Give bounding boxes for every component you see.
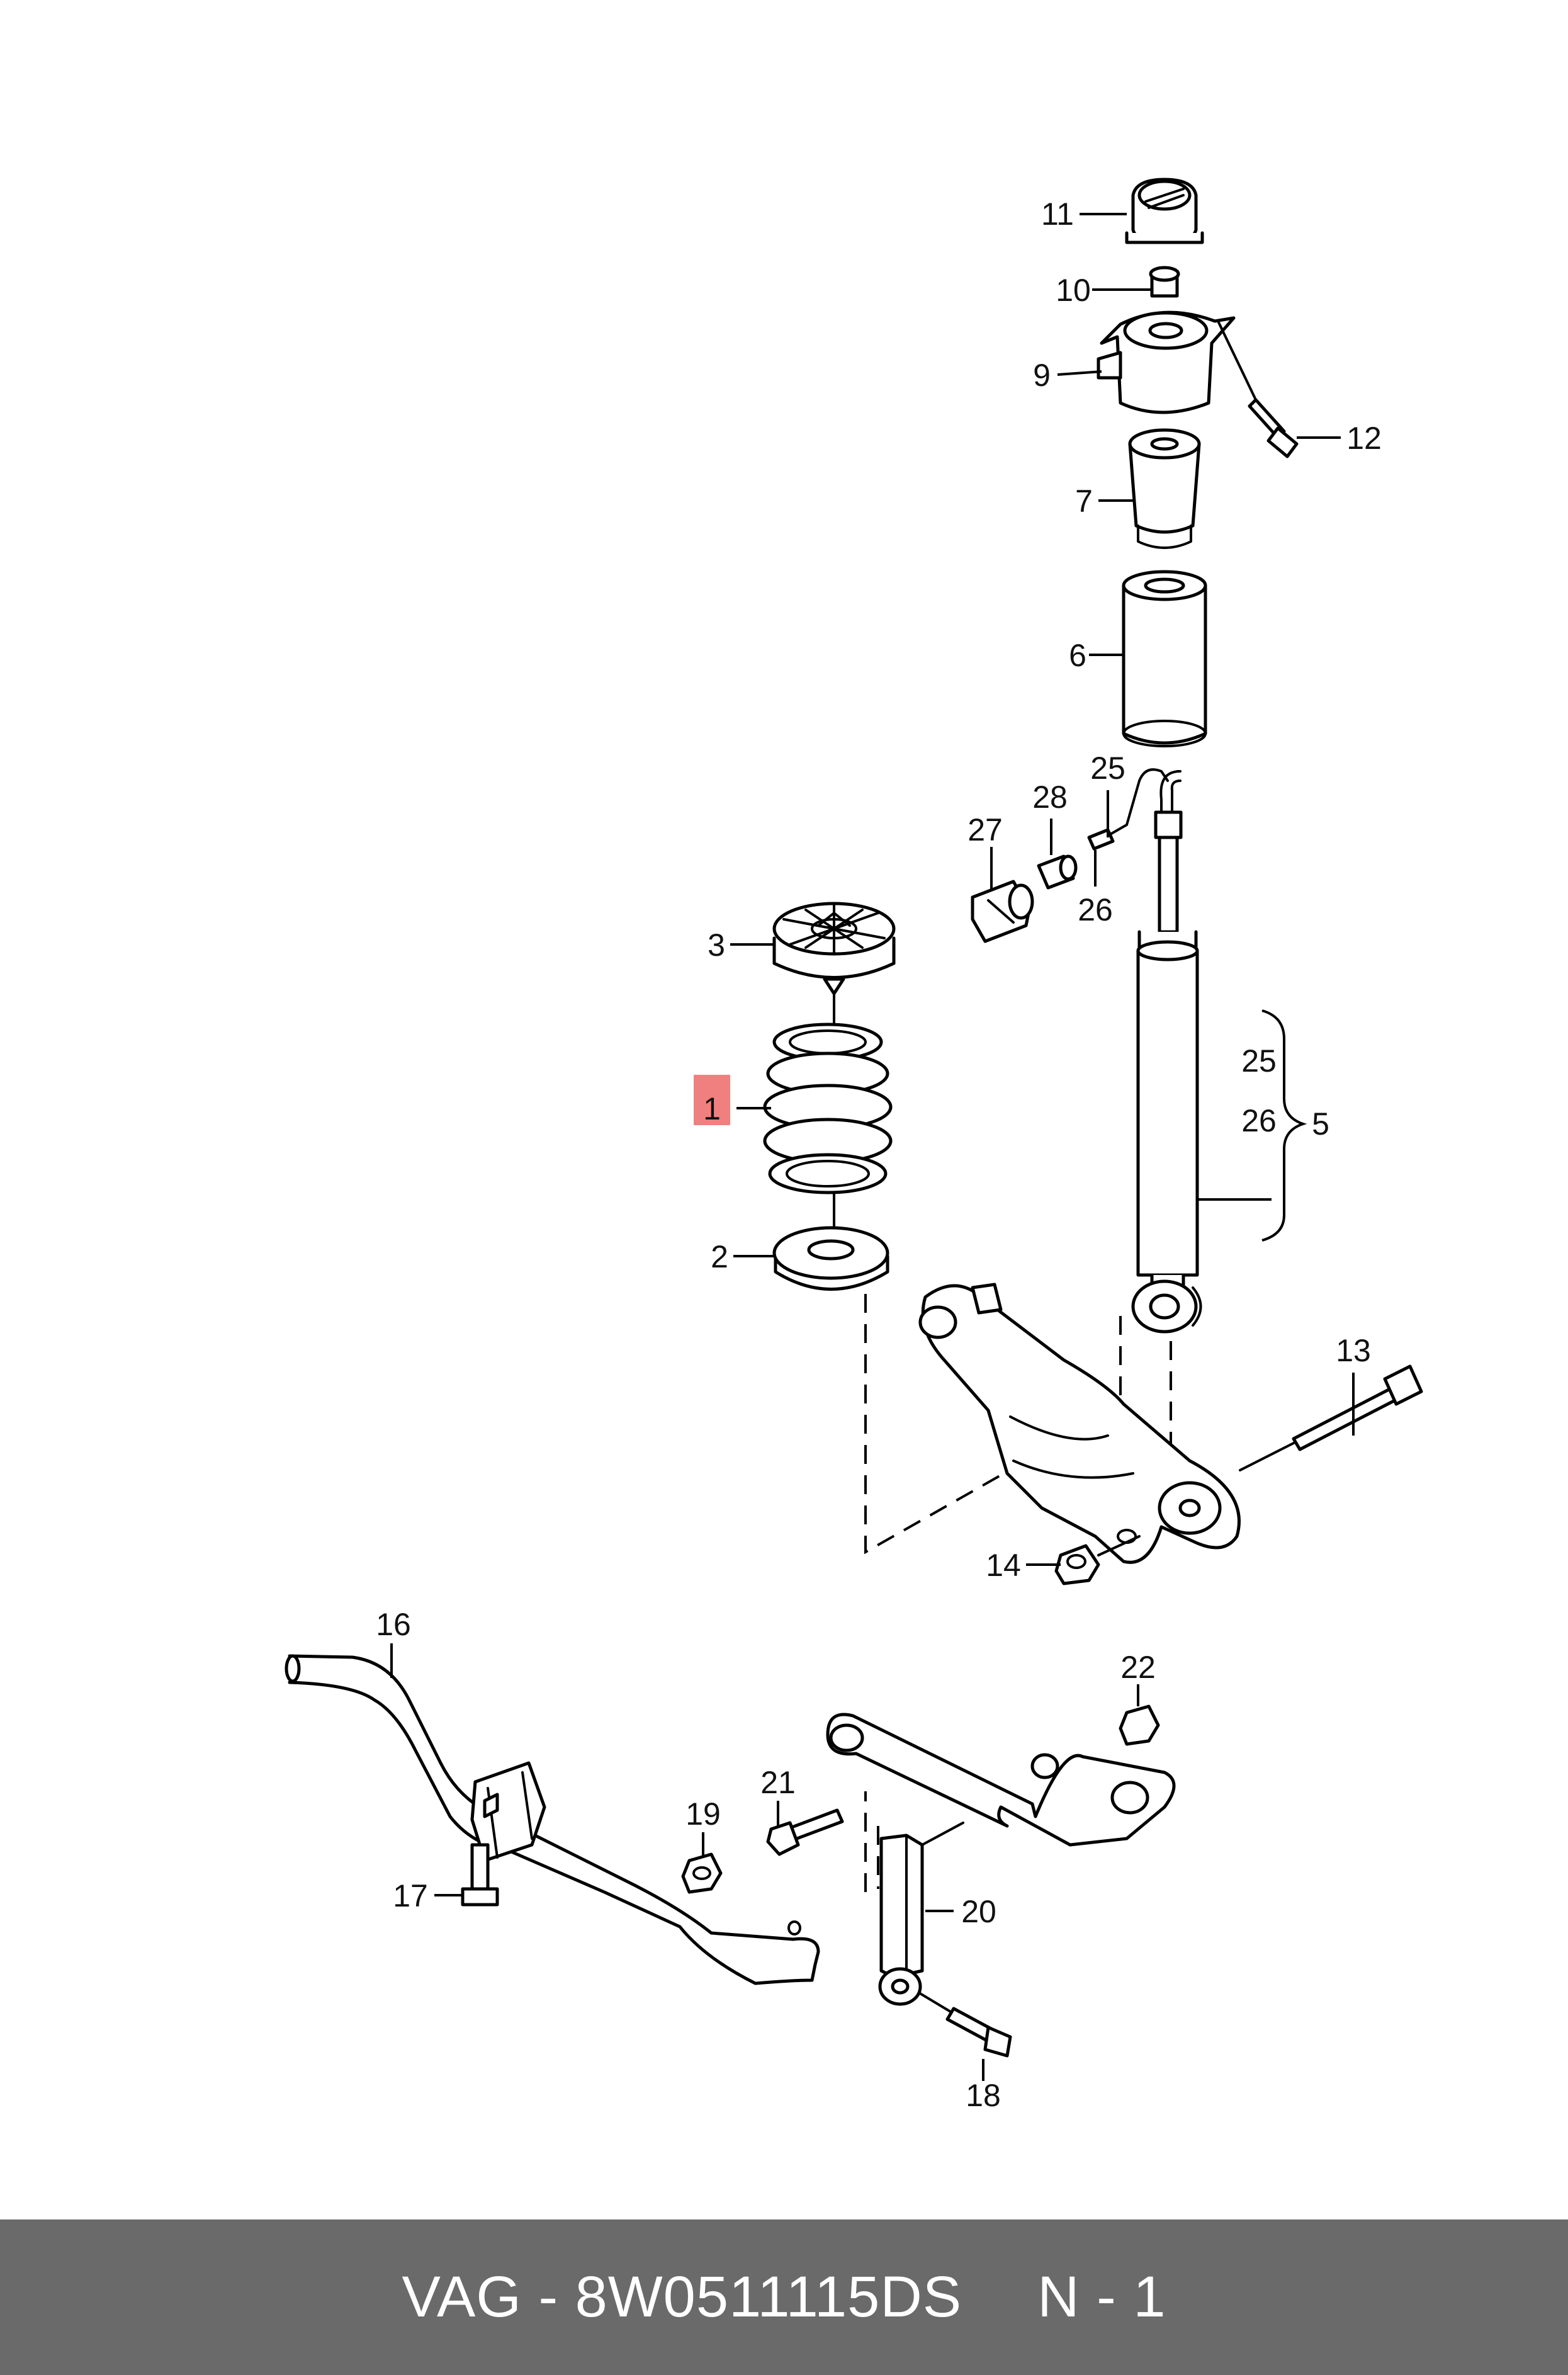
callout-7: 7	[1075, 484, 1093, 519]
lower-control-arm	[918, 1283, 1241, 1564]
highlight-part-1	[694, 1075, 730, 1125]
callout-10: 10	[1056, 273, 1091, 308]
callout-1: 1	[703, 1091, 721, 1126]
callout-16: 16	[376, 1607, 411, 1642]
callout-27: 27	[967, 812, 1003, 847]
part-7-bump-stop	[1128, 428, 1201, 549]
part-27-connector	[971, 880, 1034, 943]
part-number-footer: VAG - 8W0511115DS N - 1	[0, 2219, 1568, 2375]
part-19-nut	[681, 1852, 723, 1894]
part-20-drop-link	[878, 1822, 964, 2006]
callout-21: 21	[760, 1765, 796, 1800]
part-28-grommet	[1037, 854, 1078, 890]
callout-2: 2	[711, 1239, 728, 1274]
part-1-coil-spring	[763, 1012, 893, 1235]
part-16-stabilizer-bar	[285, 1654, 820, 1985]
callout-labels: 11 10 9 12 7 6 25 28 27 26 3 1 25 26 5 2…	[376, 196, 1382, 2113]
callout-22: 22	[1120, 1650, 1156, 1685]
part-17-bolt	[461, 1843, 499, 1907]
callout-14: 14	[986, 1548, 1021, 1583]
part-21-bolt	[766, 1808, 844, 1856]
callout-28: 28	[1032, 779, 1068, 815]
quantity-label: N - 1	[1037, 2265, 1166, 2329]
callout-13: 13	[1336, 1333, 1371, 1368]
part-9-strut-mount	[1097, 310, 1236, 414]
callout-25-wire: 25	[1090, 751, 1125, 786]
leader-lines	[390, 213, 1355, 2081]
part-number-label: VAG - 8W0511115DS	[402, 2265, 962, 2329]
callout-25-kit: 25	[1241, 1043, 1277, 1079]
part-11-top-cap	[1125, 178, 1204, 244]
part-6-dust-boot	[1122, 570, 1207, 747]
suspension-exploded-diagram: 11 10 9 12 7 6 25 28 27 26 3 1 25 26 5 2…	[285, 178, 1423, 2113]
callout-11: 11	[1041, 196, 1074, 232]
callout-20: 20	[961, 1894, 996, 1929]
callout-26-kit: 26	[1241, 1103, 1277, 1138]
callout-3: 3	[708, 927, 725, 963]
part-22-nut	[1119, 1704, 1160, 1746]
callout-6: 6	[1069, 638, 1086, 673]
callout-19: 19	[685, 1796, 721, 1832]
part-13-bolt	[1239, 1364, 1423, 1471]
part-5-bracket	[1261, 1009, 1307, 1242]
part-14-nut	[1054, 1535, 1141, 1585]
callout-12: 12	[1346, 421, 1382, 456]
part-2-lower-spring-seat	[772, 1226, 889, 1291]
callout-9: 9	[1033, 358, 1051, 393]
part-5-shock-absorber	[1131, 770, 1202, 1334]
part-10-nut	[1149, 266, 1180, 298]
part-18-bolt	[918, 1992, 1012, 2058]
callout-18: 18	[966, 2078, 1001, 2113]
callout-26-wire: 26	[1078, 892, 1113, 927]
part-12-bolt	[1248, 398, 1299, 458]
upper-link-arm	[826, 1713, 1176, 1847]
part-3-upper-spring-seat	[772, 902, 896, 1015]
callout-17: 17	[393, 1878, 428, 1913]
callout-5: 5	[1312, 1106, 1329, 1142]
